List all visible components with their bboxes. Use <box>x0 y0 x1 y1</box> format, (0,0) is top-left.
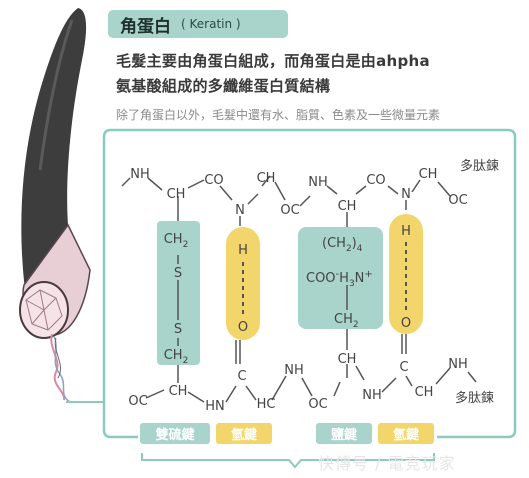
hbond-box-1 <box>226 227 260 340</box>
hbond-hydrogen: H <box>401 224 411 239</box>
bottom-chain-atom: CH <box>169 384 188 399</box>
top-chain-atom: NH <box>308 175 328 190</box>
hair-fibril <box>50 333 66 401</box>
bottom-chain-atom: C <box>399 360 408 375</box>
top-chain-atom: NH <box>130 167 150 182</box>
salt-ch2: CH2 <box>334 312 359 330</box>
top-chain-atom: OC <box>448 193 467 208</box>
legend-hydrogen-bond-1: 氫鍵 <box>216 423 272 444</box>
top-chain-atom: CH <box>338 199 357 214</box>
disulfide-ch2-top: CH2 <box>164 232 189 250</box>
bottom-chain-atom: OC <box>308 397 327 412</box>
bottom-chain-atom: HN <box>205 399 225 414</box>
disulfide-sulfur: S <box>174 266 182 281</box>
bottom-chain-atom: HC <box>257 397 276 412</box>
top-chain-atom: CO <box>366 173 385 188</box>
title-sub: ( Keratin ) <box>181 17 241 31</box>
bottom-chain-atom: OC <box>128 394 147 409</box>
top-chain-atom: CO <box>204 173 223 188</box>
top-chain-atom: N <box>235 203 245 218</box>
hbond-hydrogen: H <box>238 243 248 258</box>
top-chain-atom: OC <box>280 203 299 218</box>
top-chain-atom: CH <box>257 171 276 186</box>
salt-coo-h3n: COO-H3N+ <box>306 269 373 289</box>
top-chain-atom: CH <box>419 167 438 182</box>
hair-shaft-highlight <box>38 19 74 171</box>
bottom-chain-atom: C <box>237 369 246 384</box>
bottom-chain-atom: CH <box>415 385 434 400</box>
description-line-1: 毛髮主要由角蛋白組成，而角蛋白是由ahpha <box>116 52 430 70</box>
bottom-chain-atom: NH <box>362 388 382 403</box>
disulfide-ch2-bottom: CH2 <box>164 348 189 366</box>
bottom-chain-atom: NH <box>448 357 468 372</box>
legend-hydrogen-bond-2: 氫鍵 <box>378 423 434 444</box>
title-tag: 角蛋白 ( Keratin ) <box>108 10 288 38</box>
salt-bridge-box <box>298 227 383 329</box>
top-chain-label: 多肽鍊 <box>460 158 499 174</box>
top-chain-atom: CH <box>167 187 186 202</box>
legend-disulfide-bond: 雙硫鍵 <box>140 423 210 444</box>
supplementary-note: 除了角蛋白以外，毛髮中還有水、脂質、色素及一些微量元素 <box>116 108 441 122</box>
hair-shaft <box>21 8 87 290</box>
hbond-oxygen: O <box>401 316 411 331</box>
description-line-2: 氨基酸組成的多纖維蛋白質結構 <box>116 77 331 95</box>
bottom-chain-label: 多肽鍊 <box>455 390 494 406</box>
title-main: 角蛋白 <box>120 16 171 37</box>
top-chain-atom: N <box>401 187 411 202</box>
hbond-oxygen: O <box>238 320 248 335</box>
watermark: 快傳号 / 電竞玩家 <box>318 454 456 473</box>
bottom-chain-atom: NH <box>284 363 304 378</box>
disulfide-sulfur: S <box>174 322 182 337</box>
legend-salt-bond: 鹽鍵 <box>316 423 372 444</box>
hair-illustration <box>19 8 91 403</box>
diagram-frame <box>102 128 517 439</box>
legend-brace <box>141 453 435 469</box>
bottom-chain-atom: CH <box>338 352 357 367</box>
salt-ch2-group: (CH2)4 <box>322 236 363 254</box>
